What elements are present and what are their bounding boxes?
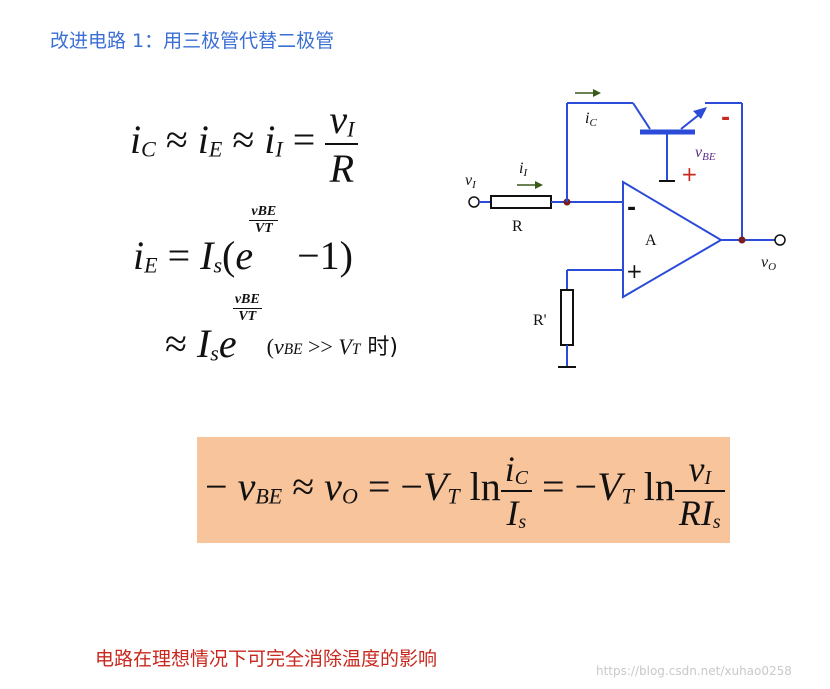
subscript-i: I	[704, 466, 712, 489]
subscript-s: s	[213, 252, 223, 278]
v-symbol: v	[688, 449, 705, 489]
subscript-s: s	[518, 510, 527, 533]
label-r: R	[512, 218, 523, 235]
output-terminal	[774, 234, 786, 246]
ri-symbol: RI	[678, 493, 713, 533]
vt-symbol: V	[597, 464, 622, 510]
condition-word: 时)	[360, 334, 398, 360]
label-ic: iC	[585, 110, 597, 129]
approx-sign: ≈	[155, 117, 198, 163]
wire	[632, 102, 651, 130]
subscript-c: C	[514, 466, 528, 489]
minus-one: −1)	[287, 233, 354, 278]
op-amp	[622, 180, 723, 299]
equals-sign: =	[282, 117, 326, 163]
paren: (	[222, 233, 236, 278]
r-symbol: R	[325, 143, 359, 192]
slide-title: 改进电路 1：用三极管代替二极管	[50, 30, 335, 52]
i-symbol: i	[133, 233, 145, 278]
opamp-inverting-label: -	[627, 196, 636, 221]
minus-sign: −	[205, 464, 238, 510]
fraction-vi-over-ris: vI RIs	[674, 448, 725, 534]
opamp-noninverting-label: +	[626, 259, 643, 283]
i-symbol: i	[197, 117, 209, 163]
label-ii: iI	[519, 160, 528, 179]
subscript-c: C	[141, 136, 156, 162]
much-greater-sign: >>	[302, 333, 339, 359]
label-vi: vI	[465, 172, 477, 191]
ln-operator: ln	[459, 464, 501, 510]
v-symbol: v	[273, 333, 284, 359]
subscript-i: I	[275, 136, 283, 162]
label-vbe: vBE	[695, 144, 716, 163]
subscript-t: T	[351, 340, 361, 358]
subscript-t: T	[447, 483, 460, 509]
label-r-prime: R'	[533, 312, 547, 329]
subscript-s: s	[712, 510, 721, 533]
e-symbol: e	[235, 233, 254, 278]
arrow-head-icon	[535, 181, 543, 189]
subscript-e: E	[144, 252, 158, 278]
arrow-head-icon	[593, 89, 601, 97]
condition: (vBE >> VT 时)	[266, 333, 398, 360]
i-symbol: i	[130, 117, 142, 163]
label-vo: vO	[761, 254, 776, 273]
subscript-o: O	[341, 483, 358, 509]
subscript-be: BE	[283, 340, 303, 358]
i-symbol: i	[504, 449, 515, 489]
watermark: https://blog.csdn.net/xuhao0258	[596, 664, 792, 678]
is-symbol: I	[506, 493, 519, 533]
opamp-label-a: A	[645, 232, 657, 249]
ln-operator: ln	[633, 464, 675, 510]
junction-dot	[738, 236, 746, 244]
conclusion-note: 电路在理想情况下可完全消除温度的影响	[95, 648, 438, 670]
polarity-plus: +	[681, 162, 698, 186]
exponent-denominator: VT	[238, 309, 257, 324]
vt-symbol: V	[422, 464, 448, 510]
subscript-be: BE	[255, 483, 283, 509]
input-terminal	[468, 196, 480, 208]
is-symbol: I	[200, 233, 214, 278]
circuit-diagram: vI iI R R' iC vBE - + - + A vO	[465, 89, 786, 368]
v-symbol: v	[329, 97, 348, 142]
e-symbol: e	[218, 321, 237, 366]
equals-sign: =	[157, 233, 201, 278]
approx-sign: ≈	[165, 321, 197, 366]
result-highlight-box	[197, 437, 730, 543]
i-symbol: i	[264, 117, 276, 163]
subscript-i: I	[347, 116, 355, 142]
polarity-minus: -	[721, 106, 730, 131]
exponent-numerator: vBE	[232, 292, 262, 309]
v-symbol: v	[324, 464, 342, 510]
paren: (	[266, 333, 274, 359]
vt-symbol: V	[338, 333, 352, 359]
v-symbol: v	[237, 464, 256, 510]
subscript-t: T	[621, 483, 634, 509]
exponent-numerator: vBE	[249, 204, 279, 221]
is-symbol: I	[196, 321, 211, 366]
subscript-e: E	[208, 136, 223, 162]
equals-minus: = −	[357, 464, 423, 510]
emitter-arrow-icon	[693, 107, 707, 119]
subscript-s: s	[210, 340, 219, 366]
equals-minus: = −	[531, 464, 598, 510]
resistor-r-prime	[560, 289, 574, 346]
exponent-denominator: VT	[254, 221, 273, 236]
approx-sign: ≈	[282, 464, 325, 510]
resistor-r	[490, 195, 552, 209]
approx-sign: ≈	[222, 117, 265, 163]
